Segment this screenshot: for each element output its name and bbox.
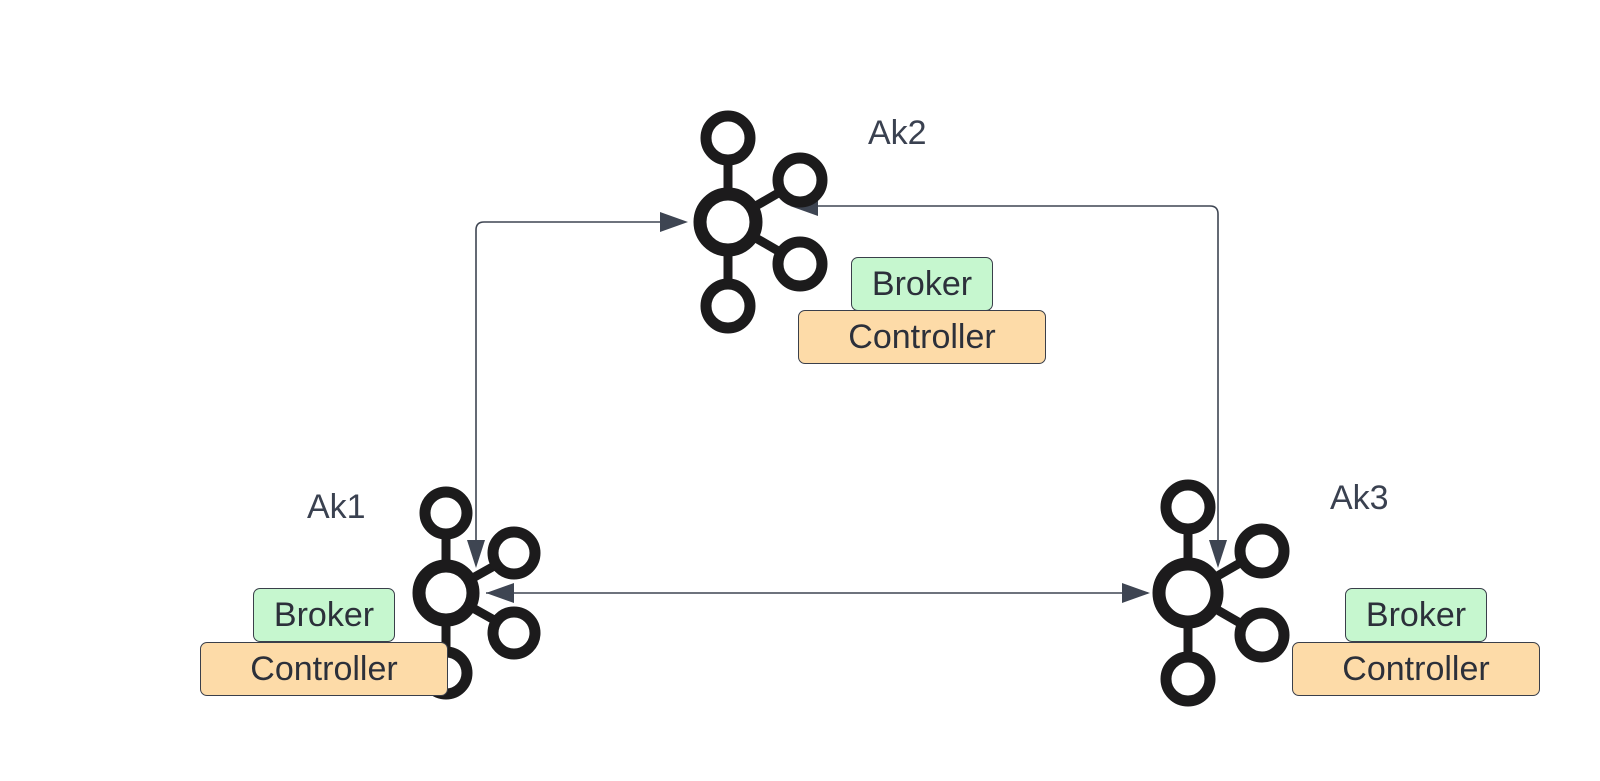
node-label-ak2: Ak2 bbox=[868, 114, 927, 152]
connector-ak2-ak3[interactable] bbox=[800, 205, 1219, 556]
node-label-ak1: Ak1 bbox=[307, 488, 366, 526]
controller-tag-ak2: Controller bbox=[798, 310, 1046, 364]
broker-tag-ak3: Broker bbox=[1345, 588, 1487, 642]
broker-tag-ak2: Broker bbox=[851, 257, 993, 311]
connectors bbox=[467, 196, 1227, 603]
kafka-logo-icon[interactable] bbox=[1152, 479, 1290, 707]
arrowhead-ak1 bbox=[467, 540, 485, 568]
arrowhead-ak3-top bbox=[1209, 540, 1227, 568]
kafka-logo-icon[interactable] bbox=[693, 110, 828, 334]
arrowhead-ak3-left bbox=[1122, 583, 1150, 603]
controller-tag-ak3: Controller bbox=[1292, 642, 1540, 696]
node-label-ak3: Ak3 bbox=[1330, 479, 1389, 517]
arrowhead-ak2-left bbox=[660, 212, 688, 232]
controller-tag-ak1: Controller bbox=[200, 642, 448, 696]
kafka-logo-icon[interactable] bbox=[412, 486, 541, 700]
broker-tag-ak1: Broker bbox=[253, 588, 395, 642]
connector-ak1-ak2[interactable] bbox=[475, 221, 685, 554]
arrowhead-ak1-right bbox=[486, 583, 514, 603]
